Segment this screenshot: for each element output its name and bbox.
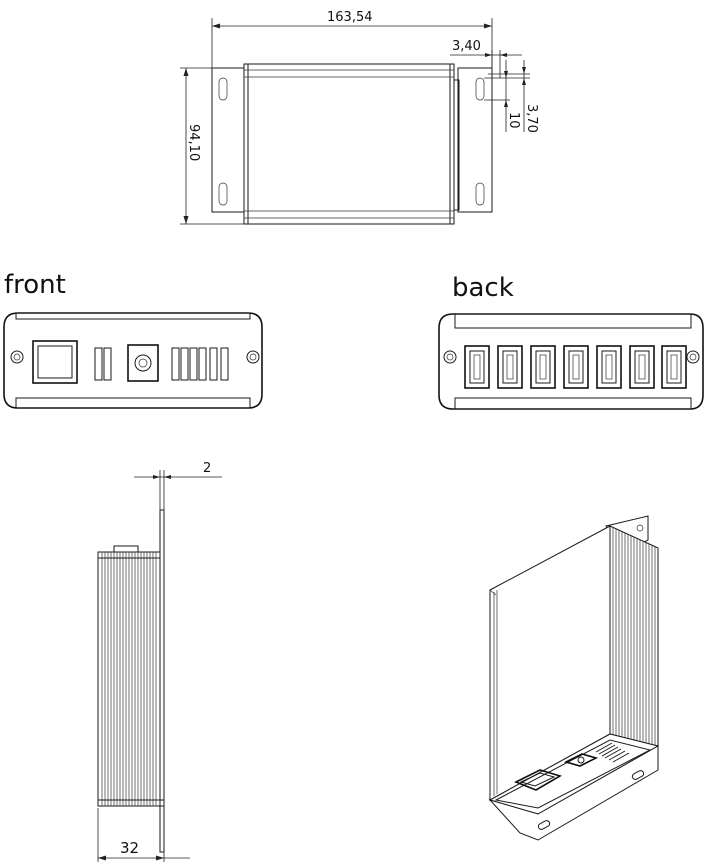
front-screw-right [246,350,260,364]
usb-port [661,345,687,389]
iso-vents [595,742,630,763]
dc-jack [127,344,159,382]
front-view-label: front [4,270,66,300]
usb-port [530,345,556,389]
dim-flange-thickness: 2 [203,461,211,476]
usb-port [596,345,622,389]
usb-port [629,345,655,389]
top-body [243,63,455,225]
side-fins [101,552,157,806]
top-left-slot-lower [218,182,228,206]
usb-port [563,345,589,389]
top-right-slot-upper [475,77,485,101]
usb-port [497,345,523,389]
usb-port [464,345,490,389]
front-screw-left [10,350,24,364]
dim-slot-height: 3,70 [524,104,539,133]
back-screw-left [443,350,457,364]
dim-width: 163,54 [327,10,373,25]
iso-lower-flange [488,745,659,841]
back-view-label: back [452,273,514,303]
top-view: 163,54 94,10 3,40 10 3,70 [180,10,539,225]
side-view: 2 [97,461,222,862]
front-view [3,312,263,409]
top-right-slot-lower [475,182,485,206]
iso-fins [612,527,656,745]
front-plate [3,312,263,409]
usb-port-row [464,345,687,389]
top-left-flange [211,67,247,213]
iso-dc-jack [563,753,599,767]
top-left-slot-upper [218,77,228,101]
dim-slot-width: 10 [506,112,521,129]
back-screw-right [686,350,700,364]
isometric-view [488,515,660,841]
back-view [438,313,704,410]
side-flange [159,509,165,807]
power-switch [32,340,78,384]
dim-depth: 32 [120,839,139,857]
iso-power-switch [514,769,562,791]
dim-slot-offset: 3,40 [452,39,481,54]
top-right-flange [457,67,493,213]
dim-height: 94,10 [186,124,201,161]
front-vent-slots [171,347,229,381]
